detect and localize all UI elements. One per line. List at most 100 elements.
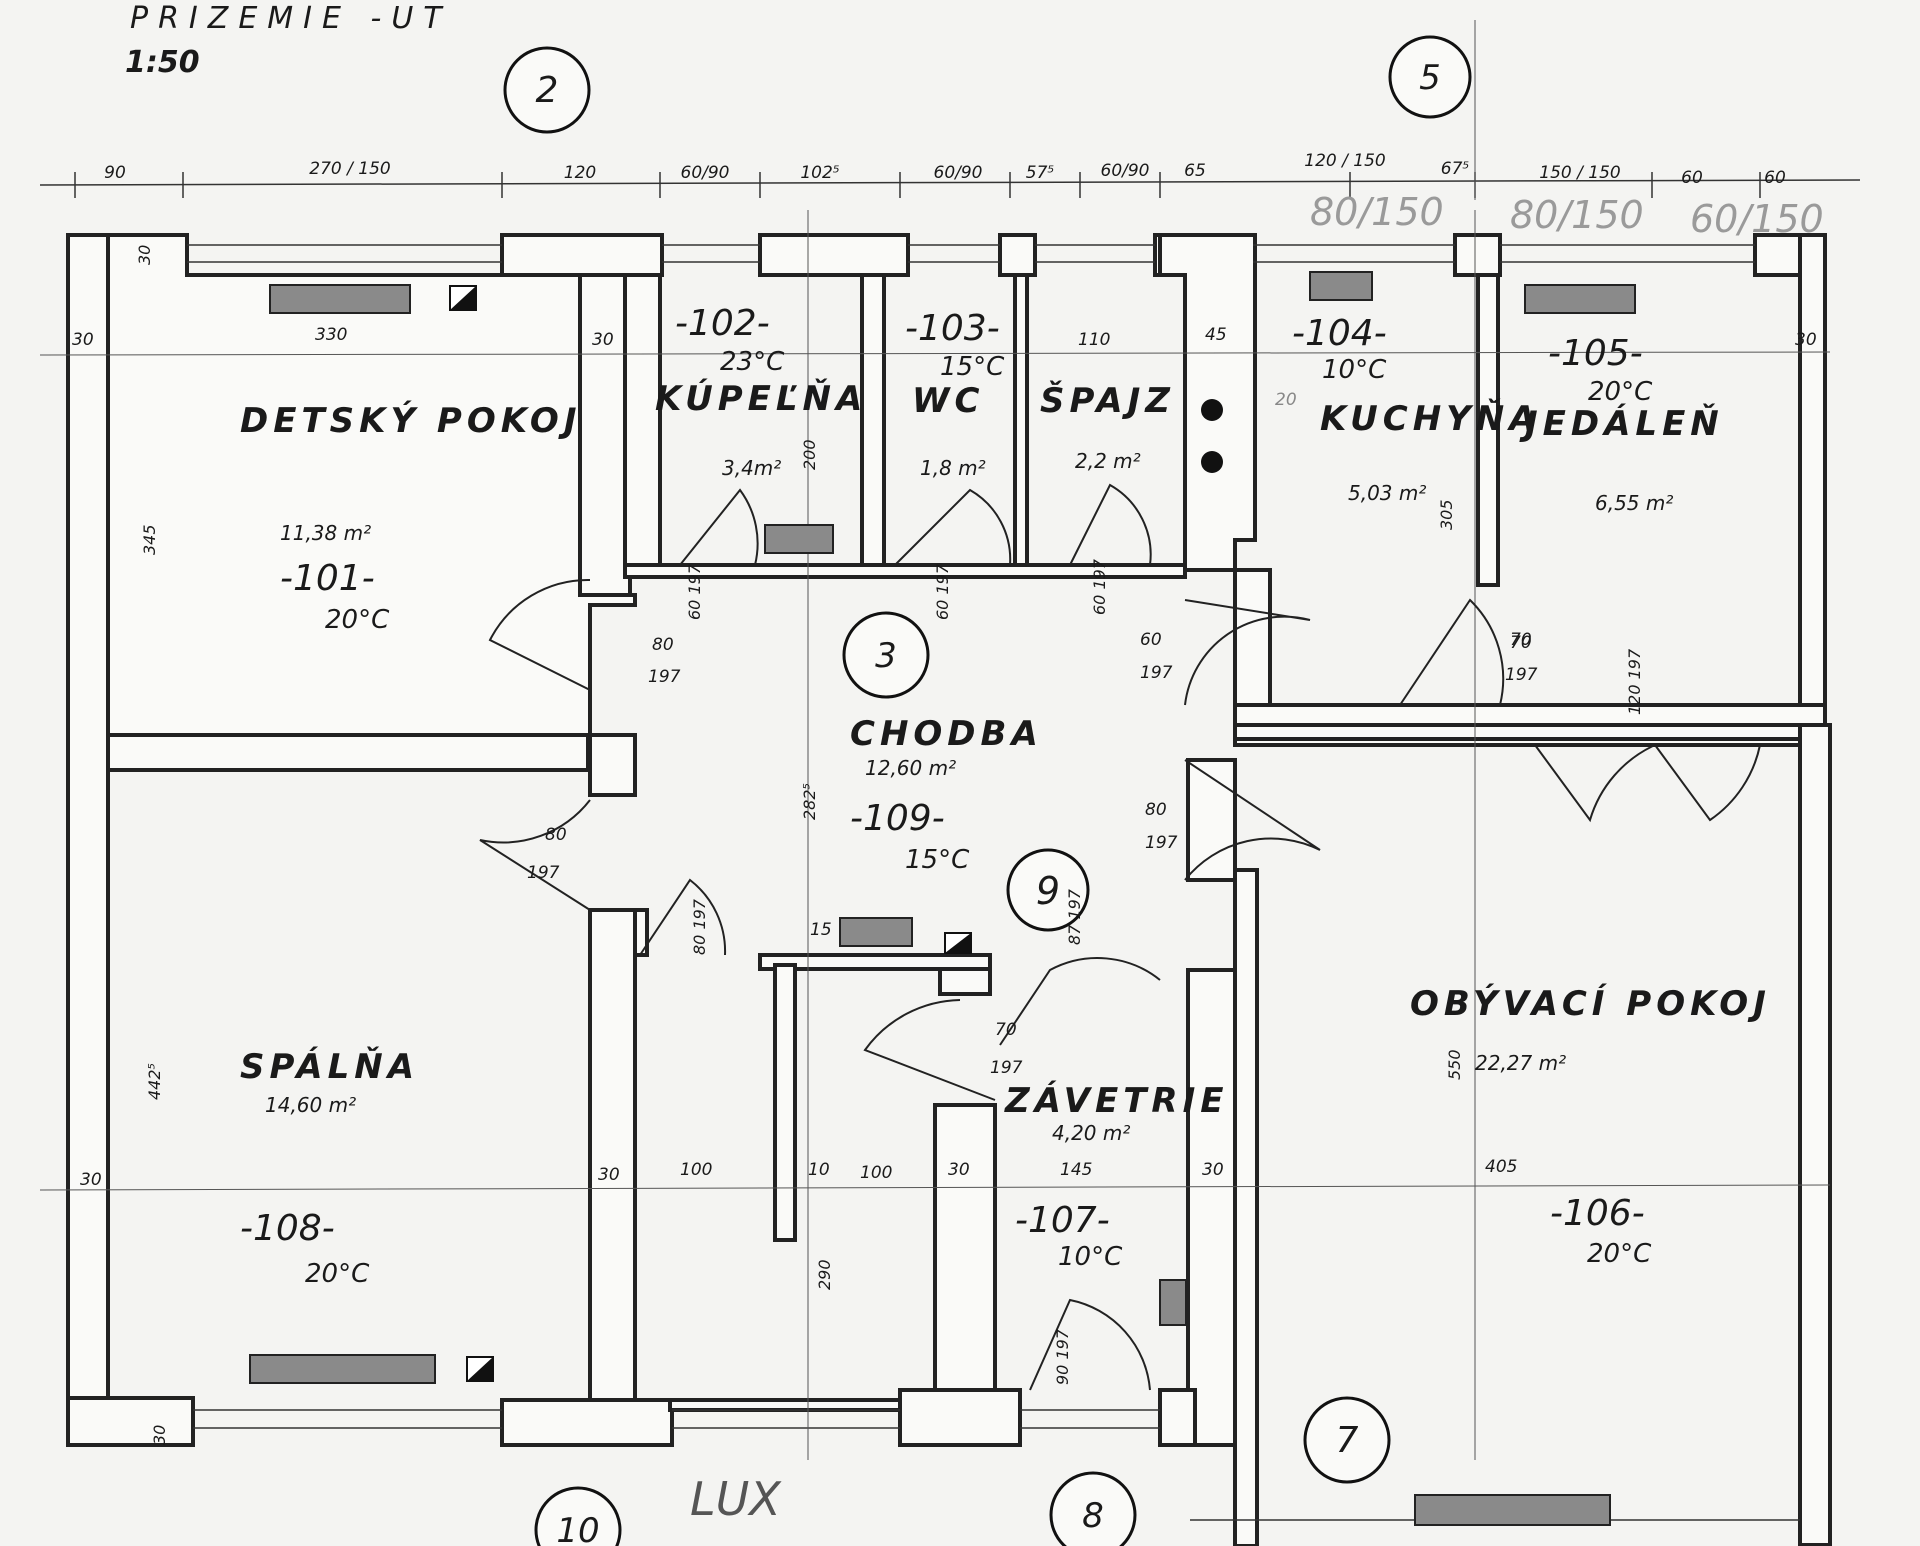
room-103: -103- 15°C WC 1,8 m² bbox=[905, 308, 1005, 480]
svg-text:60: 60 bbox=[1140, 630, 1162, 650]
radiator-108 bbox=[249, 1354, 436, 1384]
svg-text:-104-: -104- bbox=[1292, 313, 1387, 354]
axis-tag-9: 9 bbox=[1006, 848, 1090, 932]
svg-text:100: 100 bbox=[680, 1160, 712, 1180]
radiator-107 bbox=[1159, 1279, 1187, 1326]
svg-text:70: 70 bbox=[995, 1020, 1017, 1040]
svg-text:5,03 m²: 5,03 m² bbox=[1348, 481, 1426, 505]
top-dimension-line bbox=[39, 179, 1861, 186]
svg-text:197: 197 bbox=[1505, 665, 1538, 685]
svg-text:80/150: 80/150 bbox=[1310, 190, 1444, 234]
svg-text:282⁵: 282⁵ bbox=[800, 783, 819, 820]
svg-text:30: 30 bbox=[80, 1170, 102, 1190]
svg-text:11,38 m²: 11,38 m² bbox=[280, 521, 371, 545]
radiators bbox=[249, 271, 1636, 1526]
radiator-102 bbox=[764, 524, 834, 554]
svg-text:2,2 m²: 2,2 m² bbox=[1075, 449, 1141, 473]
radiator-106 bbox=[1414, 1494, 1611, 1526]
svg-text:87 197: 87 197 bbox=[1065, 888, 1084, 945]
room-spajz: ŠPAJZ 2,2 m² bbox=[1040, 380, 1175, 473]
plan-title: PRIZEMIE -UT bbox=[130, 1, 452, 36]
svg-text:8: 8 bbox=[1082, 1496, 1104, 1536]
svg-text:120 197: 120 197 bbox=[1625, 648, 1644, 715]
svg-text:120 / 150: 120 / 150 bbox=[1304, 151, 1385, 171]
svg-text:200: 200 bbox=[800, 439, 819, 470]
room-102: -102- 23°C KÚPEĽŇA 3,4m² bbox=[655, 303, 867, 480]
svg-text:-101-: -101- bbox=[280, 558, 375, 599]
svg-text:100: 100 bbox=[860, 1163, 892, 1183]
svg-text:30: 30 bbox=[1202, 1160, 1224, 1180]
svg-text:30: 30 bbox=[598, 1165, 620, 1185]
svg-text:3: 3 bbox=[875, 636, 897, 676]
svg-text:15: 15 bbox=[810, 920, 832, 940]
svg-text:ZÁVETRIE: ZÁVETRIE bbox=[1004, 1080, 1228, 1121]
svg-text:30: 30 bbox=[72, 330, 94, 350]
svg-text:DETSKÝ POKOJ: DETSKÝ POKOJ bbox=[240, 400, 581, 441]
svg-text:20°C: 20°C bbox=[1587, 1239, 1652, 1269]
room-106: OBÝVACÍ POKOJ 22,27 m² -106- 20°C bbox=[1410, 983, 1766, 1269]
svg-text:6,55 m²: 6,55 m² bbox=[1595, 491, 1673, 515]
svg-text:-109-: -109- bbox=[850, 798, 945, 839]
svg-text:442⁵: 442⁵ bbox=[145, 1063, 164, 1100]
svg-text:4,20 m²: 4,20 m² bbox=[1052, 1121, 1130, 1145]
svg-text:-105-: -105- bbox=[1548, 333, 1643, 374]
svg-text:10: 10 bbox=[556, 1511, 599, 1546]
svg-text:-108-: -108- bbox=[240, 1208, 335, 1249]
svg-text:80: 80 bbox=[545, 825, 567, 845]
svg-text:23°C: 23°C bbox=[720, 347, 785, 377]
svg-text:60/90: 60/90 bbox=[934, 163, 983, 183]
svg-text:197: 197 bbox=[1140, 663, 1173, 683]
plan-scale: 1:50 bbox=[125, 45, 200, 80]
radiator-109 bbox=[839, 917, 913, 947]
svg-text:60/90: 60/90 bbox=[681, 163, 730, 183]
svg-text:60: 60 bbox=[1681, 168, 1703, 188]
svg-text:WC: WC bbox=[912, 381, 984, 421]
svg-text:15°C: 15°C bbox=[905, 845, 970, 875]
svg-text:-102-: -102- bbox=[675, 303, 770, 344]
svg-text:80 197: 80 197 bbox=[690, 898, 709, 955]
svg-text:-106-: -106- bbox=[1550, 1193, 1645, 1234]
svg-text:9: 9 bbox=[1036, 869, 1060, 913]
svg-text:90: 90 bbox=[104, 163, 126, 183]
svg-text:305: 305 bbox=[1437, 499, 1456, 530]
svg-text:20: 20 bbox=[1275, 390, 1297, 410]
svg-text:90 197: 90 197 bbox=[1053, 1328, 1072, 1385]
svg-text:KÚPEĽŇA: KÚPEĽŇA bbox=[655, 378, 867, 419]
svg-text:270 / 150: 270 / 150 bbox=[309, 159, 390, 179]
grid-lines bbox=[39, 20, 1831, 1460]
svg-text:22,27 m²: 22,27 m² bbox=[1475, 1051, 1566, 1075]
svg-text:12,60 m²: 12,60 m² bbox=[865, 756, 956, 780]
svg-text:70: 70 bbox=[1510, 630, 1532, 650]
door-dimensions: 80 197 80 197 60 197 80 197 70 197 70 19… bbox=[527, 558, 1644, 1385]
radiator-101 bbox=[269, 284, 411, 314]
room-108: SPÁLŇA 14,60 m² -108- 20°C bbox=[240, 1046, 414, 1289]
svg-text:15°C: 15°C bbox=[940, 352, 1005, 382]
window-lines bbox=[187, 244, 1800, 1521]
svg-text:405: 405 bbox=[1485, 1157, 1517, 1177]
svg-text:20°C: 20°C bbox=[305, 1259, 370, 1289]
svg-text:80: 80 bbox=[652, 635, 674, 655]
svg-text:290: 290 bbox=[815, 1259, 834, 1290]
radiator-104 bbox=[1309, 271, 1373, 301]
svg-text:JEDÁLEŇ: JEDÁLEŇ bbox=[1519, 403, 1724, 444]
radiator-105 bbox=[1524, 284, 1636, 314]
svg-text:60 197: 60 197 bbox=[933, 563, 952, 620]
svg-text:30: 30 bbox=[592, 330, 614, 350]
svg-text:57⁵: 57⁵ bbox=[1026, 163, 1055, 183]
svg-text:65: 65 bbox=[1184, 161, 1206, 181]
svg-text:10°C: 10°C bbox=[1322, 355, 1387, 385]
svg-text:30: 30 bbox=[948, 1160, 970, 1180]
room-109: CHODBA 12,60 m² -109- 15°C bbox=[850, 714, 1043, 875]
svg-text:ŠPAJZ: ŠPAJZ bbox=[1040, 380, 1175, 421]
svg-text:CHODBA: CHODBA bbox=[850, 714, 1043, 754]
svg-text:3,4m²: 3,4m² bbox=[722, 456, 781, 480]
room-101: DETSKÝ POKOJ 11,38 m² -101- 20°C bbox=[240, 400, 581, 635]
svg-text:7: 7 bbox=[1336, 1420, 1359, 1461]
room-107: ZÁVETRIE 4,20 m² -107- 10°C bbox=[1004, 1080, 1228, 1272]
svg-text:145: 145 bbox=[1060, 1160, 1092, 1180]
svg-text:197: 197 bbox=[990, 1058, 1023, 1078]
room-105: -105- 20°C JEDÁLEŇ 6,55 m² bbox=[1519, 333, 1724, 515]
svg-text:330: 330 bbox=[315, 325, 347, 345]
svg-text:30: 30 bbox=[135, 245, 154, 265]
signature: LUX bbox=[690, 1472, 782, 1526]
